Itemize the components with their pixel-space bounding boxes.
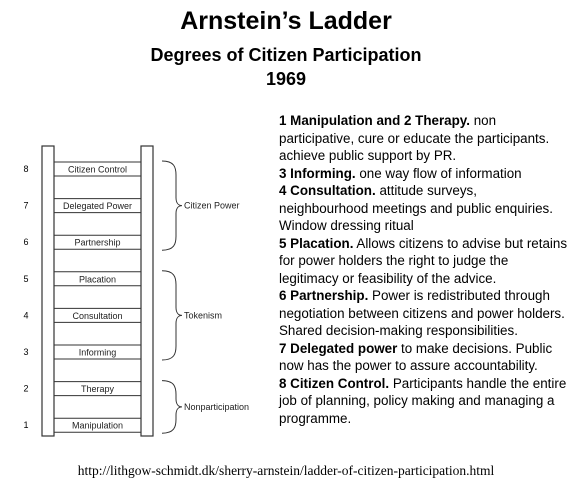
group-label: Nonparticipation	[184, 402, 249, 412]
description-heading: 8 Citizen Control.	[279, 375, 390, 391]
description-text: attitude surveys, neighbourhood meetings…	[279, 183, 553, 233]
description-text: one way flow of information	[355, 165, 522, 181]
description-heading: 3 Informing.	[279, 165, 356, 181]
ladder-rung: 5 Placation	[23, 271, 141, 287]
group-brace: Citizen Power	[161, 160, 240, 251]
rung-number: 8	[23, 164, 28, 174]
description-text: non participative, cure or educate the p…	[279, 113, 550, 163]
ladder-left-rail	[41, 145, 55, 437]
subtitle: Degrees of Citizen Participation	[150, 45, 422, 65]
description-item: 1 Manipulation and 2 Therapy. non partic…	[279, 112, 569, 165]
rung-label: Informing	[79, 348, 117, 358]
description-item: 4 Consultation. attitude surveys, neighb…	[279, 182, 569, 235]
ladder-rung: 3 Informing	[23, 344, 141, 360]
brace-path	[161, 270, 183, 361]
source-url: http://lithgow-schmidt.dk/sherry-arnstei…	[77, 463, 495, 478]
description-item: 7 Delegated power to make decisions. Pub…	[279, 340, 569, 375]
description-heading: 6 Partnership.	[279, 288, 369, 303]
description-heading: 5 Placation.	[279, 235, 354, 251]
ladder-rung: 4 Consultation	[23, 307, 141, 323]
ladder-rung: 8 Citizen Control	[23, 161, 141, 177]
description-item: 5 Placation. Allows citizens to advise b…	[279, 235, 569, 288]
ladder-right-rail	[140, 145, 154, 437]
rung-label: Placation	[79, 274, 116, 284]
rung-number: 1	[23, 420, 28, 430]
rung-label: Citizen Control	[68, 165, 127, 175]
ladder-rung: 6 Partnership	[23, 234, 141, 250]
descriptions-panel: 1 Manipulation and 2 Therapy. non partic…	[279, 112, 569, 427]
description-text: Allows citizens to advise but retains fo…	[279, 235, 568, 286]
title: Arnstein’s Ladder	[180, 7, 392, 35]
group-label: Tokenism	[184, 310, 222, 320]
rung-number: 6	[23, 237, 28, 247]
rung-label: Consultation	[72, 311, 122, 321]
rung-label: Manipulation	[72, 421, 123, 431]
group-brace: Tokenism	[161, 270, 222, 361]
ladder-rung: 2 Therapy	[23, 381, 141, 397]
ladder-diagram: 8 Citizen Control 7 Delegated Power 6 Partner…	[23, 145, 249, 437]
description-text: Power is redistributed through negotiati…	[279, 288, 565, 338]
brace-path	[161, 380, 183, 434]
rung-label: Therapy	[81, 384, 115, 394]
group-label: Citizen Power	[184, 201, 240, 211]
rung-number: 4	[23, 310, 28, 320]
description-heading: 7 Delegated power	[279, 340, 398, 356]
description-item: 8 Citizen Control. Participants handle t…	[279, 375, 569, 428]
description-item: 6 Partnership. Power is redistributed th…	[279, 287, 569, 340]
rung-number: 3	[23, 347, 28, 357]
description-text: to make decisions. Public now has the po…	[279, 340, 553, 374]
year: 1969	[265, 69, 307, 89]
rung-number: 7	[23, 201, 28, 211]
rung-number: 2	[23, 384, 28, 394]
ladder-rung: 7 Delegated Power	[23, 198, 141, 214]
group-brace: Nonparticipation	[161, 380, 249, 434]
ladder-rung: 1 Manipulation	[23, 417, 141, 433]
description-item: 3 Informing. one way flow of information	[279, 165, 569, 183]
description-heading: 1 Manipulation and 2 Therapy.	[279, 113, 470, 128]
rung-number: 5	[23, 274, 28, 284]
rung-label: Delegated Power	[63, 201, 132, 211]
rung-label: Partnership	[74, 238, 120, 248]
description-heading: 4 Consultation.	[279, 183, 376, 198]
description-text: Participants handle the entire job of pl…	[279, 375, 567, 426]
brace-path	[161, 160, 183, 251]
